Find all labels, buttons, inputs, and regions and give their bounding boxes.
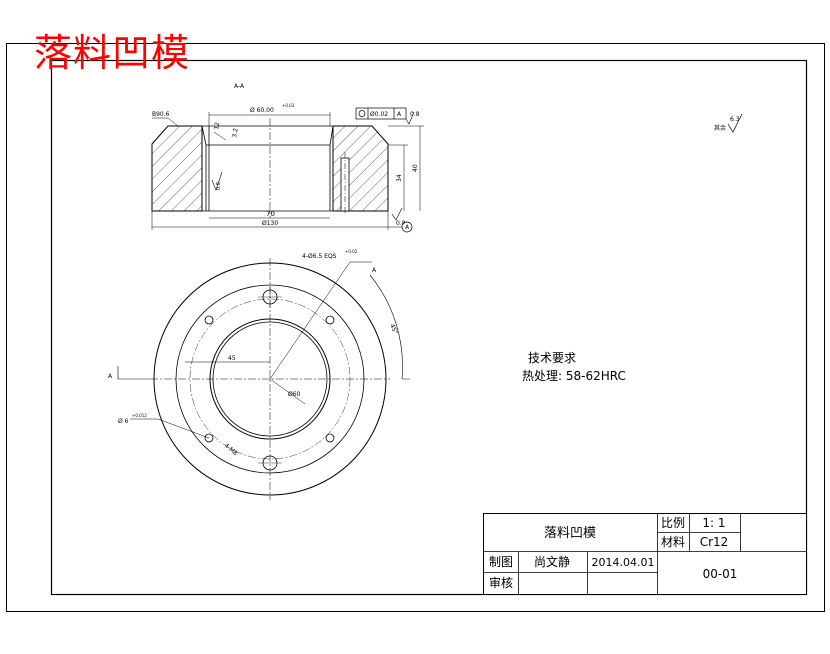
pin-callout-tol: +0.012 — [132, 413, 147, 418]
tb-part-name: 落料凹模 — [544, 526, 596, 541]
dim-radius: 45 — [228, 355, 236, 362]
tb-scale-label: 比例 — [661, 516, 685, 530]
dim-top-diameter: Ø 60.00 — [250, 107, 274, 114]
gdt-rough: 0.8 — [410, 111, 420, 118]
title-block: 落料凹模 比例 1: 1 材料 Cr12 制图 尚文静 2014.04.01 审… — [483, 513, 807, 595]
section-mark-left: A — [108, 373, 113, 380]
section-mark-top: A — [372, 267, 377, 274]
dim-top-tol: +0.03 — [282, 103, 295, 108]
outer-border — [6, 43, 825, 612]
rough-symbol: 其余 6.3 — [714, 113, 743, 133]
tb-drawn-name: 尚文静 — [534, 554, 570, 569]
pin-callout: Ø 6 — [118, 418, 129, 425]
tb-check-label: 审核 — [489, 575, 513, 590]
inner-frame — [50, 59, 808, 596]
datum-circle — [401, 221, 413, 233]
section-body-left — [151, 125, 203, 212]
page-title: 落料凹模 — [34, 31, 191, 75]
rough-symbol-value: 6.3 — [730, 116, 740, 123]
left-mark: B90.6 — [152, 111, 170, 118]
tb-scale-value: 1: 1 — [702, 516, 725, 530]
pin-hole-bl — [204, 433, 214, 443]
tech-heading: 技术要求 — [528, 351, 576, 365]
holes-callout-tol: +0.02 — [345, 249, 358, 254]
tech-item: 热处理: 58-62HRC — [522, 369, 626, 383]
dim-width-70: 70 — [266, 210, 275, 218]
bolt-label: 4-M8 — [223, 442, 239, 457]
pin-hole-br — [325, 433, 335, 443]
section-view: A-A Ø 60.00 +0.03 Ø0.02 — [151, 83, 424, 233]
holes-callout: 4-Ø6.5 EQS — [302, 253, 337, 260]
pin-hole-tl — [204, 315, 214, 325]
dim-width-130: Ø130 — [262, 220, 278, 227]
gdt-tolerance: Ø0.02 — [370, 111, 388, 118]
inner-rough: 0.8 — [216, 182, 222, 190]
pin-hole-tr — [325, 315, 335, 325]
tb-material-label: 材料 — [661, 535, 685, 549]
tb-drawn-label: 制图 — [489, 555, 513, 569]
tb-drawing-no: 00-01 — [703, 567, 738, 581]
bottom-rough: 0.8 — [396, 220, 406, 227]
dim-height-34: 34 — [396, 174, 403, 182]
gdt-frame: Ø0.02 A 0.8 — [355, 107, 420, 125]
datum-circle-label: A — [405, 224, 410, 231]
tb-material-value: Cr12 — [700, 535, 729, 549]
dim-small-1: 12 — [213, 121, 221, 130]
tb-drawn-date: 2014.04.01 — [592, 556, 655, 569]
rough-symbol-label: 其余 — [714, 124, 726, 132]
dim-small-2: 3.2 — [231, 128, 240, 139]
section-label: A-A — [234, 83, 245, 90]
gdt-datum: A — [397, 111, 402, 118]
plan-view: 4-Ø6.5 EQS +0.02 A 45° 45 Ø60 4-M8 Ø 6 +… — [108, 249, 410, 500]
dim-diameter: Ø60 — [288, 391, 301, 398]
dim-angle: 45° — [388, 323, 399, 336]
dim-height-40: 40 — [412, 164, 419, 172]
